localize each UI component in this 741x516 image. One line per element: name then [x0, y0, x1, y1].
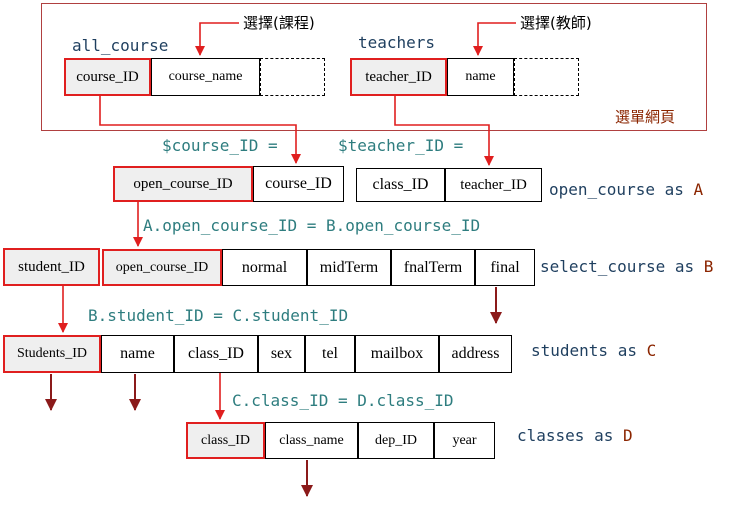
- select-course-field-final: final: [475, 249, 535, 286]
- students-field-sex: sex: [258, 335, 305, 373]
- open-course-field-teacher-id: teacher_ID: [445, 168, 542, 202]
- students-field-address: address: [439, 335, 512, 373]
- all-course-table-name: all_course: [72, 36, 169, 55]
- classes-field-class-name: class_name: [265, 422, 358, 459]
- all-course-placeholder-field: [260, 58, 325, 96]
- select-course-field-fnalterm: fnalTerm: [391, 249, 475, 286]
- classes-alias-letter: D: [622, 426, 633, 445]
- join-a-b: A.open_course_ID = B.open_course_ID: [143, 216, 481, 235]
- select-course-field-open-course-id: open_course_ID: [102, 249, 222, 286]
- select-course-alias: select_course as B: [540, 257, 713, 276]
- param-course-id: $course_ID =: [162, 136, 278, 155]
- join-c-d: C.class_ID = D.class_ID: [232, 391, 454, 410]
- join-b-c: B.student_ID = C.student_ID: [88, 306, 349, 325]
- select-course-field-normal: normal: [222, 249, 307, 286]
- teachers-table-name: teachers: [358, 33, 436, 52]
- students-field-tel: tel: [305, 335, 355, 373]
- select-teacher-note: 選擇(教師): [520, 14, 592, 32]
- menu-page-region: [41, 3, 707, 131]
- students-field-class-id: class_ID: [174, 335, 258, 373]
- open-course-field-class-id: class_ID: [356, 168, 445, 202]
- students-field-mailbox: mailbox: [355, 335, 439, 373]
- teachers-placeholder-field: [514, 58, 579, 96]
- students-field-name: name: [101, 335, 174, 373]
- open-course-alias-name: open_course: [549, 180, 655, 199]
- classes-alias: classes as D: [517, 426, 633, 445]
- select-course-note: 選擇(課程): [243, 14, 315, 32]
- classes-field-class-id: class_ID: [186, 422, 265, 459]
- select-course-alias-name: select_course: [540, 257, 666, 276]
- classes-alias-name: classes: [517, 426, 585, 445]
- select-course-field-student-id: student_ID: [3, 248, 100, 286]
- open-course-alias-letter: A: [693, 180, 704, 199]
- open-course-alias-as: as: [664, 180, 684, 199]
- teachers-field-teacher-id: teacher_ID: [350, 58, 447, 96]
- menu-page-label: 選單網頁: [615, 108, 676, 126]
- select-course-alias-letter: B: [703, 257, 714, 276]
- select-course-alias-as: as: [674, 257, 695, 276]
- students-alias-as: as: [617, 341, 637, 360]
- students-alias: students as C: [531, 341, 656, 360]
- classes-field-year: year: [434, 422, 495, 459]
- all-course-field-course-name: course_name: [151, 58, 260, 96]
- select-course-field-midterm: midTerm: [307, 249, 391, 286]
- open-course-field-course-id: course_ID: [253, 166, 344, 202]
- all-course-field-course-id: course_ID: [64, 58, 151, 96]
- open-course-alias: open_course as A: [549, 180, 703, 199]
- teachers-field-name: name: [447, 58, 514, 96]
- students-field-students-id: Students_ID: [3, 335, 101, 373]
- classes-alias-as: as: [594, 426, 614, 445]
- students-alias-letter: C: [646, 341, 657, 360]
- open-course-field-open-course-id: open_course_ID: [113, 166, 253, 202]
- students-alias-name: students: [531, 341, 609, 360]
- param-teacher-id: $teacher_ID =: [338, 136, 464, 155]
- classes-field-dep-id: dep_ID: [358, 422, 434, 459]
